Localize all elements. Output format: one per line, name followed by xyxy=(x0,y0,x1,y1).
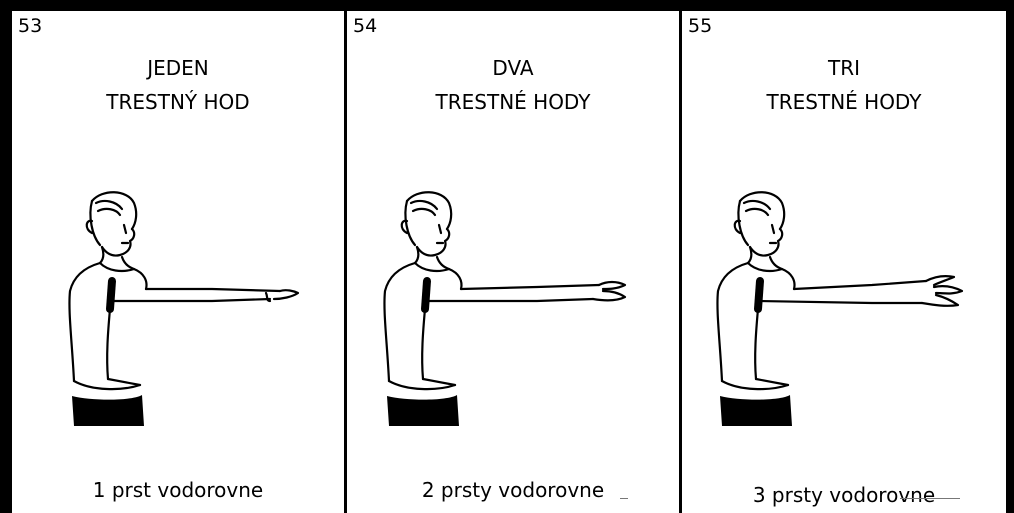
referee-three-fingers-illustration xyxy=(682,181,1006,431)
signal-title-line1: TRI xyxy=(682,55,1006,81)
signal-title-line1: JEDEN xyxy=(12,55,344,81)
referee-two-fingers-illustration xyxy=(347,181,679,431)
referee-one-finger-illustration xyxy=(12,181,344,431)
signal-title-line2: TRESTNÉ HODY xyxy=(682,89,1006,115)
signal-panel-55: 55 TRI TRESTNÉ HODY xyxy=(682,11,1006,513)
signal-caption: 2 prsty vodorovne xyxy=(347,477,679,503)
frame-top-border xyxy=(0,0,1014,11)
signal-panel-54: 54 DVA TRESTNÉ HODY xyxy=(347,11,679,513)
scan-artifact xyxy=(900,498,960,499)
signal-number: 54 xyxy=(353,15,377,37)
signal-title-line1: DVA xyxy=(347,55,679,81)
signal-number: 53 xyxy=(18,15,42,37)
signal-number: 55 xyxy=(688,15,712,37)
signal-caption: 1 prst vodorovne xyxy=(12,477,344,503)
frame-right-border xyxy=(1006,0,1014,513)
frame-left-border xyxy=(0,0,12,513)
signal-title-line2: TRESTNÉ HODY xyxy=(347,89,679,115)
signal-panel-53: 53 JEDEN TRESTNÝ HOD xyxy=(12,11,344,513)
signal-title-line2: TRESTNÝ HOD xyxy=(12,89,344,115)
scan-artifact xyxy=(620,498,628,499)
signal-caption: 3 prsty vodorovne xyxy=(682,482,1006,508)
